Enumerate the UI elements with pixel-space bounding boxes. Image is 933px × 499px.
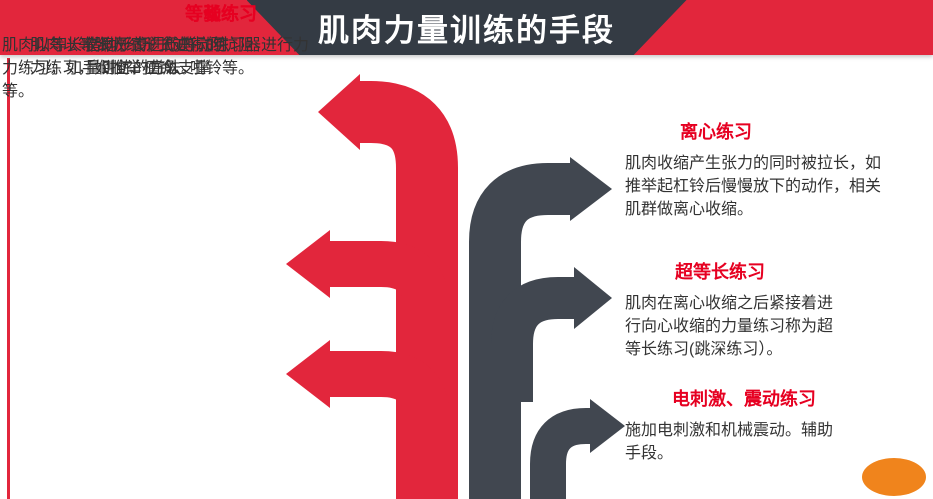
section-plyometric: 超等长练习 肌肉在离心收缩之后紧接着进行向心收缩的力量练习称为超等长练习(跳深练… bbox=[625, 258, 841, 362]
section-eccentric: 离心练习 肌肉收缩产生张力的同时被拉长，如推举起杠铃后慢慢放下的动作，相关肌群做… bbox=[625, 118, 887, 222]
section-isometric: 等长练习 肌肉以等长收缩形式进行的抗阻力练习，如手倒立、直角支撑等。 bbox=[0, 0, 257, 104]
section-isotonic: 等张练习 肌肉以等张收缩形式进行的抗阻力练习，如推举杠铃、哑铃等。 bbox=[0, 0, 264, 80]
title-banner: 肌肉力量训练的手段 bbox=[246, 0, 687, 55]
dark-arrowhead-eccentric bbox=[570, 157, 612, 221]
section-heading-estim-vibration: 电刺激、震动练习 bbox=[672, 389, 816, 409]
section-heading-isotonic: 等张练习 bbox=[185, 4, 257, 24]
header-bar: 肌肉力量训练的手段 bbox=[0, 0, 933, 55]
section-body-plyometric: 肌肉在离心收缩之后紧接着进行向心收缩的力量练习称为超等长练习(跳深练习）。 bbox=[625, 295, 834, 359]
section-heading-isometric: 等长练习 bbox=[185, 4, 257, 24]
dark-arrow-estim-vibration bbox=[530, 408, 592, 499]
dark-arrowhead-plyometric bbox=[574, 267, 612, 329]
orange-ellipse-decoration bbox=[862, 458, 926, 496]
dark-arrowhead-estim-vibration bbox=[590, 399, 625, 453]
section-body-isotonic: 肌肉以等张收缩形式进行的抗阻力练习，如推举杠铃、哑铃等。 bbox=[30, 37, 255, 78]
red-arrowhead-isotonic bbox=[318, 74, 360, 150]
section-body-isokinetic: 借助于专门的等动练习器进行力量训练的方法。 bbox=[85, 37, 310, 78]
red-arrow-isometric bbox=[328, 241, 450, 372]
red-arrowhead-isokinetic bbox=[286, 340, 330, 408]
dark-arrow-plyometric bbox=[491, 277, 576, 402]
left-accent-line bbox=[7, 58, 10, 499]
page-title: 肌肉力量训练的手段 bbox=[318, 13, 615, 48]
section-isokinetic: 等动练习 借助于专门的等动练习器进行力量训练的方法。 bbox=[0, 0, 319, 80]
red-arrow-isotonic bbox=[358, 81, 458, 499]
section-heading-isokinetic: 等动练习 bbox=[185, 4, 257, 24]
dark-arrow-eccentric bbox=[469, 163, 572, 499]
section-body-isometric: 肌肉以等长收缩形式进行的抗阻力练习，如手倒立、直角支撑等。 bbox=[2, 37, 227, 101]
section-body-eccentric: 肌肉收缩产生张力的同时被拉长，如推举起杠铃后慢慢放下的动作，相关肌群做离心收缩。 bbox=[625, 155, 882, 219]
section-body-estim-vibration: 施加电刺激和机械震动。辅助手段。 bbox=[625, 422, 834, 463]
section-heading-plyometric: 超等长练习 bbox=[675, 262, 765, 282]
section-heading-eccentric: 离心练习 bbox=[680, 122, 752, 142]
red-arrow-isokinetic bbox=[328, 351, 450, 482]
red-arrowhead-isometric bbox=[286, 230, 330, 298]
section-estim-vibration: 电刺激、震动练习 施加电刺激和机械震动。辅助手段。 bbox=[625, 385, 841, 465]
